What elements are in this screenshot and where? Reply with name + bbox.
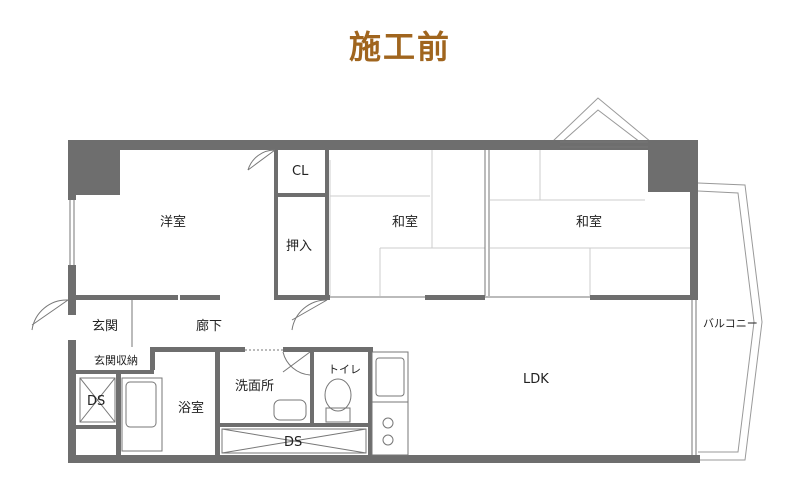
balcony-outline	[551, 97, 763, 461]
closet-label: CL	[292, 164, 309, 179]
hallway-label: 廊下	[196, 318, 222, 334]
ds-bottom-label: DS	[284, 435, 302, 450]
oshiire-label: 押入	[286, 239, 312, 254]
ds-left-label: DS	[87, 394, 105, 409]
western-room-label: 洋室	[160, 214, 186, 230]
bathroom-label: 浴室	[178, 400, 204, 416]
entrance-label: 玄関	[92, 319, 118, 334]
toilet-label: トイレ	[328, 363, 361, 376]
fixtures	[31, 141, 697, 456]
balcony-label: バルコニー	[703, 317, 758, 330]
japanese-room-1-label: 和室	[392, 214, 418, 230]
room-labels: 洋室 CL 和室 和室 押入 玄関 廊下 玄関収納 DS 浴室 洗面所 トイレ …	[87, 164, 758, 450]
entrance-storage-label: 玄関収納	[94, 353, 138, 367]
walls	[68, 140, 700, 463]
ldk-label: LDK	[523, 372, 549, 387]
washroom-label: 洗面所	[235, 379, 274, 394]
page-title: 施工前	[348, 28, 451, 66]
japanese-room-2-label: 和室	[576, 214, 602, 230]
tatami-lines	[329, 150, 690, 296]
